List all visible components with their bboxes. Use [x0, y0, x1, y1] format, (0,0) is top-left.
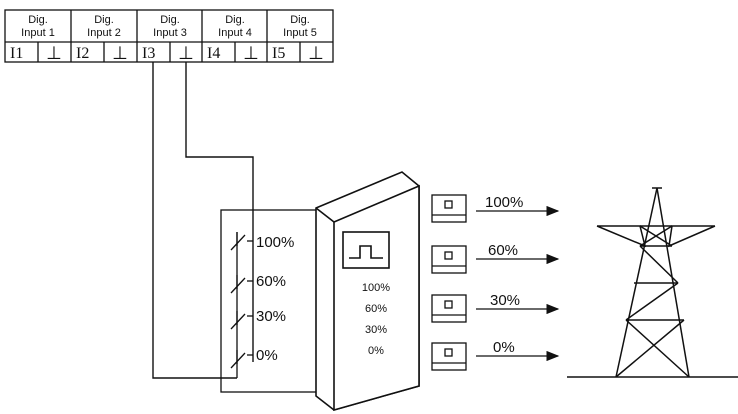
ground-4-icon: ⊥ — [243, 43, 259, 63]
indicator-box-30-icon — [431, 294, 467, 323]
indicator-box-100-icon — [431, 194, 467, 223]
receiver-level-60: 60% — [365, 303, 387, 315]
switch-label-0: 0% — [256, 347, 278, 364]
input-2-header-line1: Dig. — [94, 14, 114, 26]
ground-1-icon: ⊥ — [46, 43, 62, 63]
output-label-100: 100% — [485, 194, 523, 211]
ripple-receiver — [315, 171, 420, 412]
wire-i3-signal — [152, 62, 237, 379]
receiver-level-100: 100% — [362, 282, 390, 294]
ground-5-icon: ⊥ — [308, 43, 324, 63]
terminal-i1: I1 — [10, 45, 23, 62]
terminal-i4: I4 — [207, 45, 220, 62]
receiver-level-30: 30% — [365, 324, 387, 336]
terminal-i3: I3 — [142, 45, 155, 62]
receiver-display — [342, 231, 390, 269]
output-label-0: 0% — [493, 339, 515, 356]
indicator-box-60-icon — [431, 245, 467, 274]
terminal-block — [4, 9, 334, 63]
terminal-block-frame — [4, 9, 334, 63]
input-4-header-line1: Dig. — [225, 14, 245, 26]
input-1-header-line2: Input 1 — [21, 27, 55, 39]
switch-label-60: 60% — [256, 273, 286, 290]
indicator-box-0-icon — [431, 342, 467, 371]
switch-100-icon — [230, 232, 253, 251]
terminal-i2: I2 — [76, 45, 89, 62]
receiver-front — [333, 184, 420, 412]
output-label-30: 30% — [490, 292, 520, 309]
switch-label-100: 100% — [256, 234, 294, 251]
switch-60-icon — [230, 275, 253, 294]
power-pylon-icon — [567, 187, 738, 378]
terminal-i5: I5 — [272, 45, 285, 62]
ground-3-icon: ⊥ — [178, 43, 194, 63]
input-5-header-line2: Input 5 — [283, 27, 317, 39]
input-4-header-line2: Input 4 — [218, 27, 252, 39]
receiver-level-0: 0% — [368, 345, 384, 357]
wire-i3-ground — [185, 62, 254, 362]
input-1-header-line1: Dig. — [28, 14, 48, 26]
switch-label-30: 30% — [256, 308, 286, 325]
input-3-header-line1: Dig. — [160, 14, 180, 26]
input-2-header-line2: Input 2 — [87, 27, 121, 39]
switch-0-icon — [230, 350, 253, 369]
input-5-header-line1: Dig. — [290, 14, 310, 26]
step-signal-icon — [349, 245, 383, 259]
switch-30-icon — [230, 311, 253, 330]
input-3-header-line2: Input 3 — [153, 27, 187, 39]
ground-2-icon: ⊥ — [112, 43, 128, 63]
output-label-60: 60% — [488, 242, 518, 259]
